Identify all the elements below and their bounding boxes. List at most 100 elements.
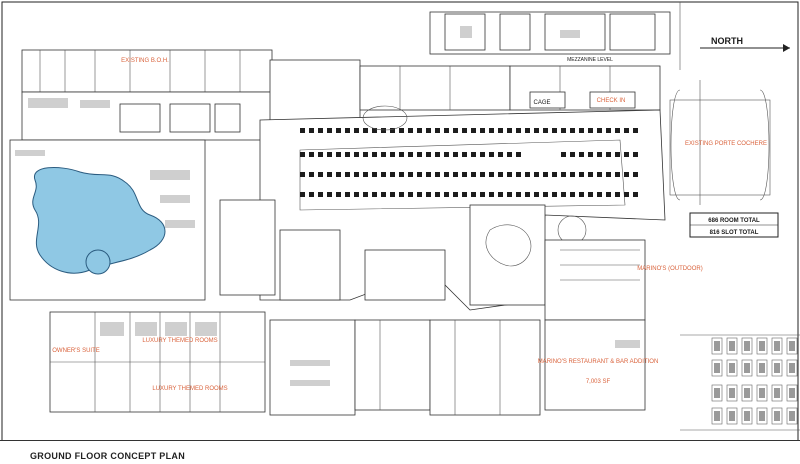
slot-machine (597, 128, 602, 133)
slot-machine (471, 128, 476, 133)
slot-machine (345, 192, 350, 197)
slot-machine (561, 128, 566, 133)
sheet-title: GROUND FLOOR CONCEPT PLAN (30, 451, 185, 461)
pool-deck (9, 139, 206, 301)
slot-machine (552, 128, 557, 133)
slot-machine (345, 172, 350, 177)
parked-car (774, 363, 780, 373)
porte-cochere (669, 80, 771, 205)
slot-machine (363, 152, 368, 157)
parked-car (729, 363, 735, 373)
slot-machine (552, 192, 557, 197)
slot-machine (300, 172, 305, 177)
pool (32, 167, 166, 274)
slot-machine (327, 128, 332, 133)
slot-machine (318, 152, 323, 157)
slot-machine (615, 192, 620, 197)
slot-machine (561, 192, 566, 197)
slot-machine (606, 152, 611, 157)
slot-machine (507, 172, 512, 177)
slot-machine (498, 128, 503, 133)
parked-car (714, 388, 720, 398)
slot-machine (480, 192, 485, 197)
slot-machine (615, 152, 620, 157)
slot-machine (345, 128, 350, 133)
owners-suite-label: OWNER'S SUITE (52, 348, 99, 354)
slot-machine (354, 172, 359, 177)
slot-machine (633, 152, 638, 157)
slot-machine (570, 192, 575, 197)
slot-machine (462, 172, 467, 177)
luxury-themed-rooms-label-1: LUXURY THEMED ROOMS (142, 338, 217, 344)
mezzanine-label: MEZZANINE LEVEL (567, 57, 613, 63)
slot-machine (498, 192, 503, 197)
slot-machine (471, 172, 476, 177)
slot-machine (489, 128, 494, 133)
slot-machine (336, 192, 341, 197)
parked-car (789, 363, 795, 373)
slot-machine (525, 128, 530, 133)
slot-machine (390, 172, 395, 177)
slot-machine (426, 172, 431, 177)
north-label: NORTH (711, 36, 743, 46)
slot-machine (426, 128, 431, 133)
slot-machine (327, 192, 332, 197)
parking-lot (680, 334, 800, 431)
parked-car (744, 341, 750, 351)
slot-machine (435, 172, 440, 177)
slot-machine (354, 152, 359, 157)
slot-machine (327, 172, 332, 177)
title-block: GROUND FLOOR CONCEPT PLAN (0, 440, 800, 464)
slot-machine (363, 172, 368, 177)
slot-machine (399, 172, 404, 177)
slot-machine (543, 192, 548, 197)
slot-machine (453, 172, 458, 177)
slot-machine (444, 192, 449, 197)
slot-machine (300, 128, 305, 133)
parked-car (789, 388, 795, 398)
slot-machine (462, 192, 467, 197)
luxury-themed-rooms-label-2: LUXURY THEMED ROOMS (152, 386, 227, 392)
slot-machine (507, 128, 512, 133)
slot-machine (624, 192, 629, 197)
existing-boh-label: EXISTING B.O.H. (121, 58, 169, 64)
slot-machine (552, 172, 557, 177)
slot-machine (570, 128, 575, 133)
slot-machine (606, 192, 611, 197)
slot-machine (309, 172, 314, 177)
slot-machine (597, 152, 602, 157)
slot-machine (345, 152, 350, 157)
parked-car (714, 363, 720, 373)
slot-machine (336, 172, 341, 177)
slot-machine (417, 128, 422, 133)
slot-machine (624, 172, 629, 177)
parked-car (714, 341, 720, 351)
existing-boh (21, 49, 273, 141)
slot-machine (525, 192, 530, 197)
slot-machine (435, 192, 440, 197)
slot-machine (615, 128, 620, 133)
slot-machine (633, 172, 638, 177)
slot-machine (435, 152, 440, 157)
parked-car (729, 411, 735, 421)
slot-machine (372, 152, 377, 157)
slot-machine (300, 192, 305, 197)
slot-machine (381, 152, 386, 157)
slot-machine (336, 152, 341, 157)
slot-machine (354, 192, 359, 197)
slot-machine (588, 192, 593, 197)
slot-machine (372, 192, 377, 197)
slot-machine (507, 192, 512, 197)
slot-machine (309, 128, 314, 133)
slot-machine (534, 128, 539, 133)
slot-machine (408, 128, 413, 133)
slot-machine (309, 192, 314, 197)
slot-machine (633, 128, 638, 133)
slot-machine (606, 172, 611, 177)
parked-car (774, 341, 780, 351)
slot-machine (597, 172, 602, 177)
slot-machine (534, 172, 539, 177)
slot-machine (363, 128, 368, 133)
slot-machine (390, 192, 395, 197)
